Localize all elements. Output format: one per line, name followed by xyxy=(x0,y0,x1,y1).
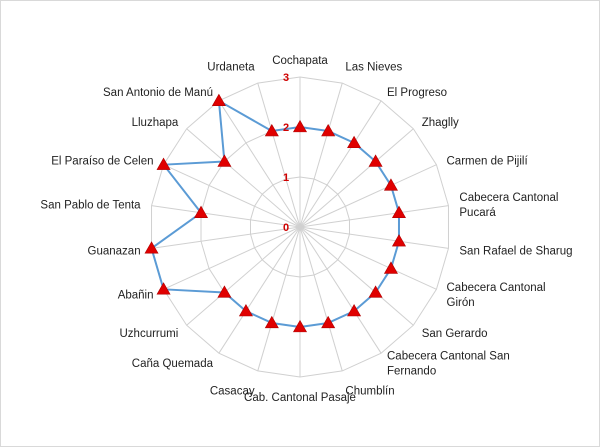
data-point-marker xyxy=(217,154,232,167)
axis-spoke xyxy=(299,226,382,354)
axis-spoke xyxy=(299,226,437,290)
data-point-marker xyxy=(368,285,383,298)
data-point-marker xyxy=(368,154,383,167)
category-label: San Rafael de Sharug xyxy=(459,245,572,257)
data-point-marker xyxy=(238,304,253,317)
category-label: Abañin xyxy=(118,289,154,301)
axis-spoke xyxy=(299,82,343,228)
data-point-marker xyxy=(383,178,398,191)
data-point-marker xyxy=(211,93,226,106)
category-label: Pucará xyxy=(459,207,496,219)
data-point-marker xyxy=(156,282,171,295)
data-point-marker xyxy=(264,123,279,137)
data-point-marker xyxy=(156,157,171,170)
tick-label: 2 xyxy=(283,122,289,134)
axis-spoke xyxy=(186,226,301,326)
category-label: Uzhcurrumi xyxy=(120,328,179,340)
axis-spoke xyxy=(163,226,301,290)
axis-spoke xyxy=(257,82,301,228)
axis-spoke xyxy=(299,100,382,228)
category-label: Cabecera Cantonal San xyxy=(387,350,510,362)
category-label: Guanazan xyxy=(88,245,141,257)
data-point-marker xyxy=(217,285,232,298)
category-label: San Gerardo xyxy=(422,328,488,340)
category-label: Chumblín xyxy=(345,386,394,398)
category-label: Cabecera Cantonal xyxy=(447,282,546,294)
axis-spoke xyxy=(151,226,301,249)
axis-spoke xyxy=(257,226,301,372)
category-label: Carmen de Pijilí xyxy=(447,156,529,168)
category-label: Zhaglly xyxy=(422,117,459,129)
data-point-marker xyxy=(292,119,308,133)
category-label: Girón xyxy=(447,297,475,309)
axis-spoke xyxy=(299,164,437,228)
data-point-marker xyxy=(264,315,279,329)
axis-spoke xyxy=(299,205,449,228)
data-point-marker xyxy=(292,319,308,333)
category-label: Cab. Cantonal Pasaje xyxy=(244,392,356,404)
data-point-marker xyxy=(321,315,336,329)
tick-label: 1 xyxy=(283,172,289,184)
axis-spoke xyxy=(218,100,301,228)
axis-spoke xyxy=(299,226,449,249)
data-point-marker xyxy=(194,205,209,218)
category-label: Cabecera Cantonal xyxy=(459,192,558,204)
data-point-marker xyxy=(391,205,406,218)
data-point-marker xyxy=(321,123,336,137)
axis-spoke xyxy=(186,128,301,228)
category-label: San Antonio de Manú xyxy=(103,87,213,99)
category-label: Caña Quemada xyxy=(132,358,214,370)
tick-label: 0 xyxy=(283,222,289,234)
data-point-marker xyxy=(144,241,159,254)
category-label: San Pablo de Tenta xyxy=(40,200,141,212)
axis-spoke xyxy=(218,226,301,354)
data-point-marker xyxy=(391,234,406,247)
axis-spoke xyxy=(163,164,301,228)
tick-label: 3 xyxy=(283,72,289,84)
data-point-marker xyxy=(347,135,362,149)
category-label: Casacay xyxy=(210,386,255,398)
category-label: Fernando xyxy=(387,365,436,377)
category-label: El Progreso xyxy=(387,87,447,99)
data-point-marker xyxy=(383,261,398,274)
category-label: Urdaneta xyxy=(207,62,255,74)
category-label: El Paraíso de Celen xyxy=(51,156,153,168)
axis-spoke xyxy=(299,226,414,326)
axis-spoke xyxy=(299,128,414,228)
category-label: Cochapata xyxy=(272,55,328,67)
axis-spoke xyxy=(299,226,343,372)
category-label: Las Nieves xyxy=(345,62,402,74)
data-point-marker xyxy=(347,304,362,317)
category-label: Lluzhapa xyxy=(132,117,179,129)
axis-spoke xyxy=(151,205,301,228)
